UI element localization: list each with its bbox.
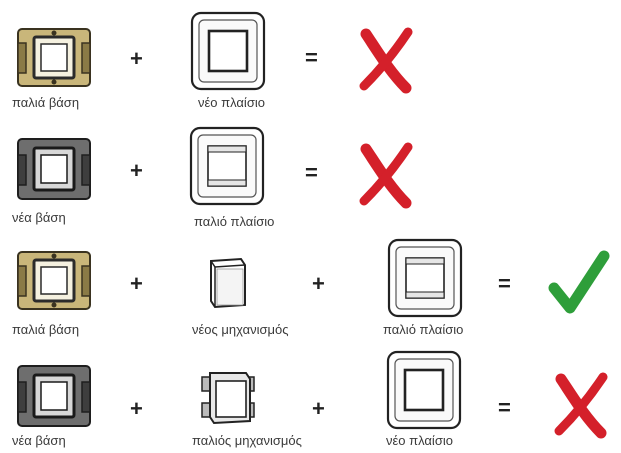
equals-sign: = — [498, 395, 511, 420]
plus-sign: + — [130, 158, 143, 183]
row3-label-new-mechanism: νέος μηχανισμός — [192, 322, 289, 337]
plus-sign: + — [130, 46, 143, 71]
plus-sign: + — [130, 396, 143, 421]
row1-label-new-frame: νέο πλαίσιο — [198, 95, 265, 110]
plus-sign: + — [312, 396, 325, 421]
equals-sign: = — [305, 45, 318, 70]
row3-label-old-base: παλιά βάση — [12, 322, 80, 337]
row4-label-new-frame: νέο πλαίσιο — [386, 433, 453, 448]
new-frame-icon — [385, 349, 463, 431]
green-check-icon — [548, 250, 610, 316]
row4-label-old-mechanism: παλιός μηχανισμός — [192, 433, 302, 448]
old-base-icon — [14, 248, 94, 313]
equals-sign: = — [498, 271, 511, 296]
equals-sign: = — [305, 160, 318, 185]
red-cross-icon — [358, 142, 414, 209]
new-base-icon — [14, 362, 94, 430]
old-frame-icon — [188, 125, 266, 207]
row4-label-new-base: νέα βάση — [12, 433, 66, 448]
row2-label-old-frame: παλιό πλαίσιο — [194, 214, 275, 229]
old-mechanism-icon — [196, 367, 260, 429]
plus-sign: + — [312, 271, 325, 296]
plus-sign: + — [130, 271, 143, 296]
old-frame-icon — [386, 237, 464, 319]
row2-label-new-base: νέα βάση — [12, 210, 66, 225]
red-cross-icon — [358, 27, 414, 94]
row1-label-old-base: παλιά βάση — [12, 95, 80, 110]
new-mechanism-icon — [205, 255, 251, 311]
new-frame-icon — [189, 10, 267, 92]
new-base-icon — [14, 135, 94, 203]
red-cross-icon — [553, 372, 609, 439]
old-base-icon — [14, 25, 94, 90]
row3-label-old-frame: παλιό πλαίσιο — [383, 322, 464, 337]
